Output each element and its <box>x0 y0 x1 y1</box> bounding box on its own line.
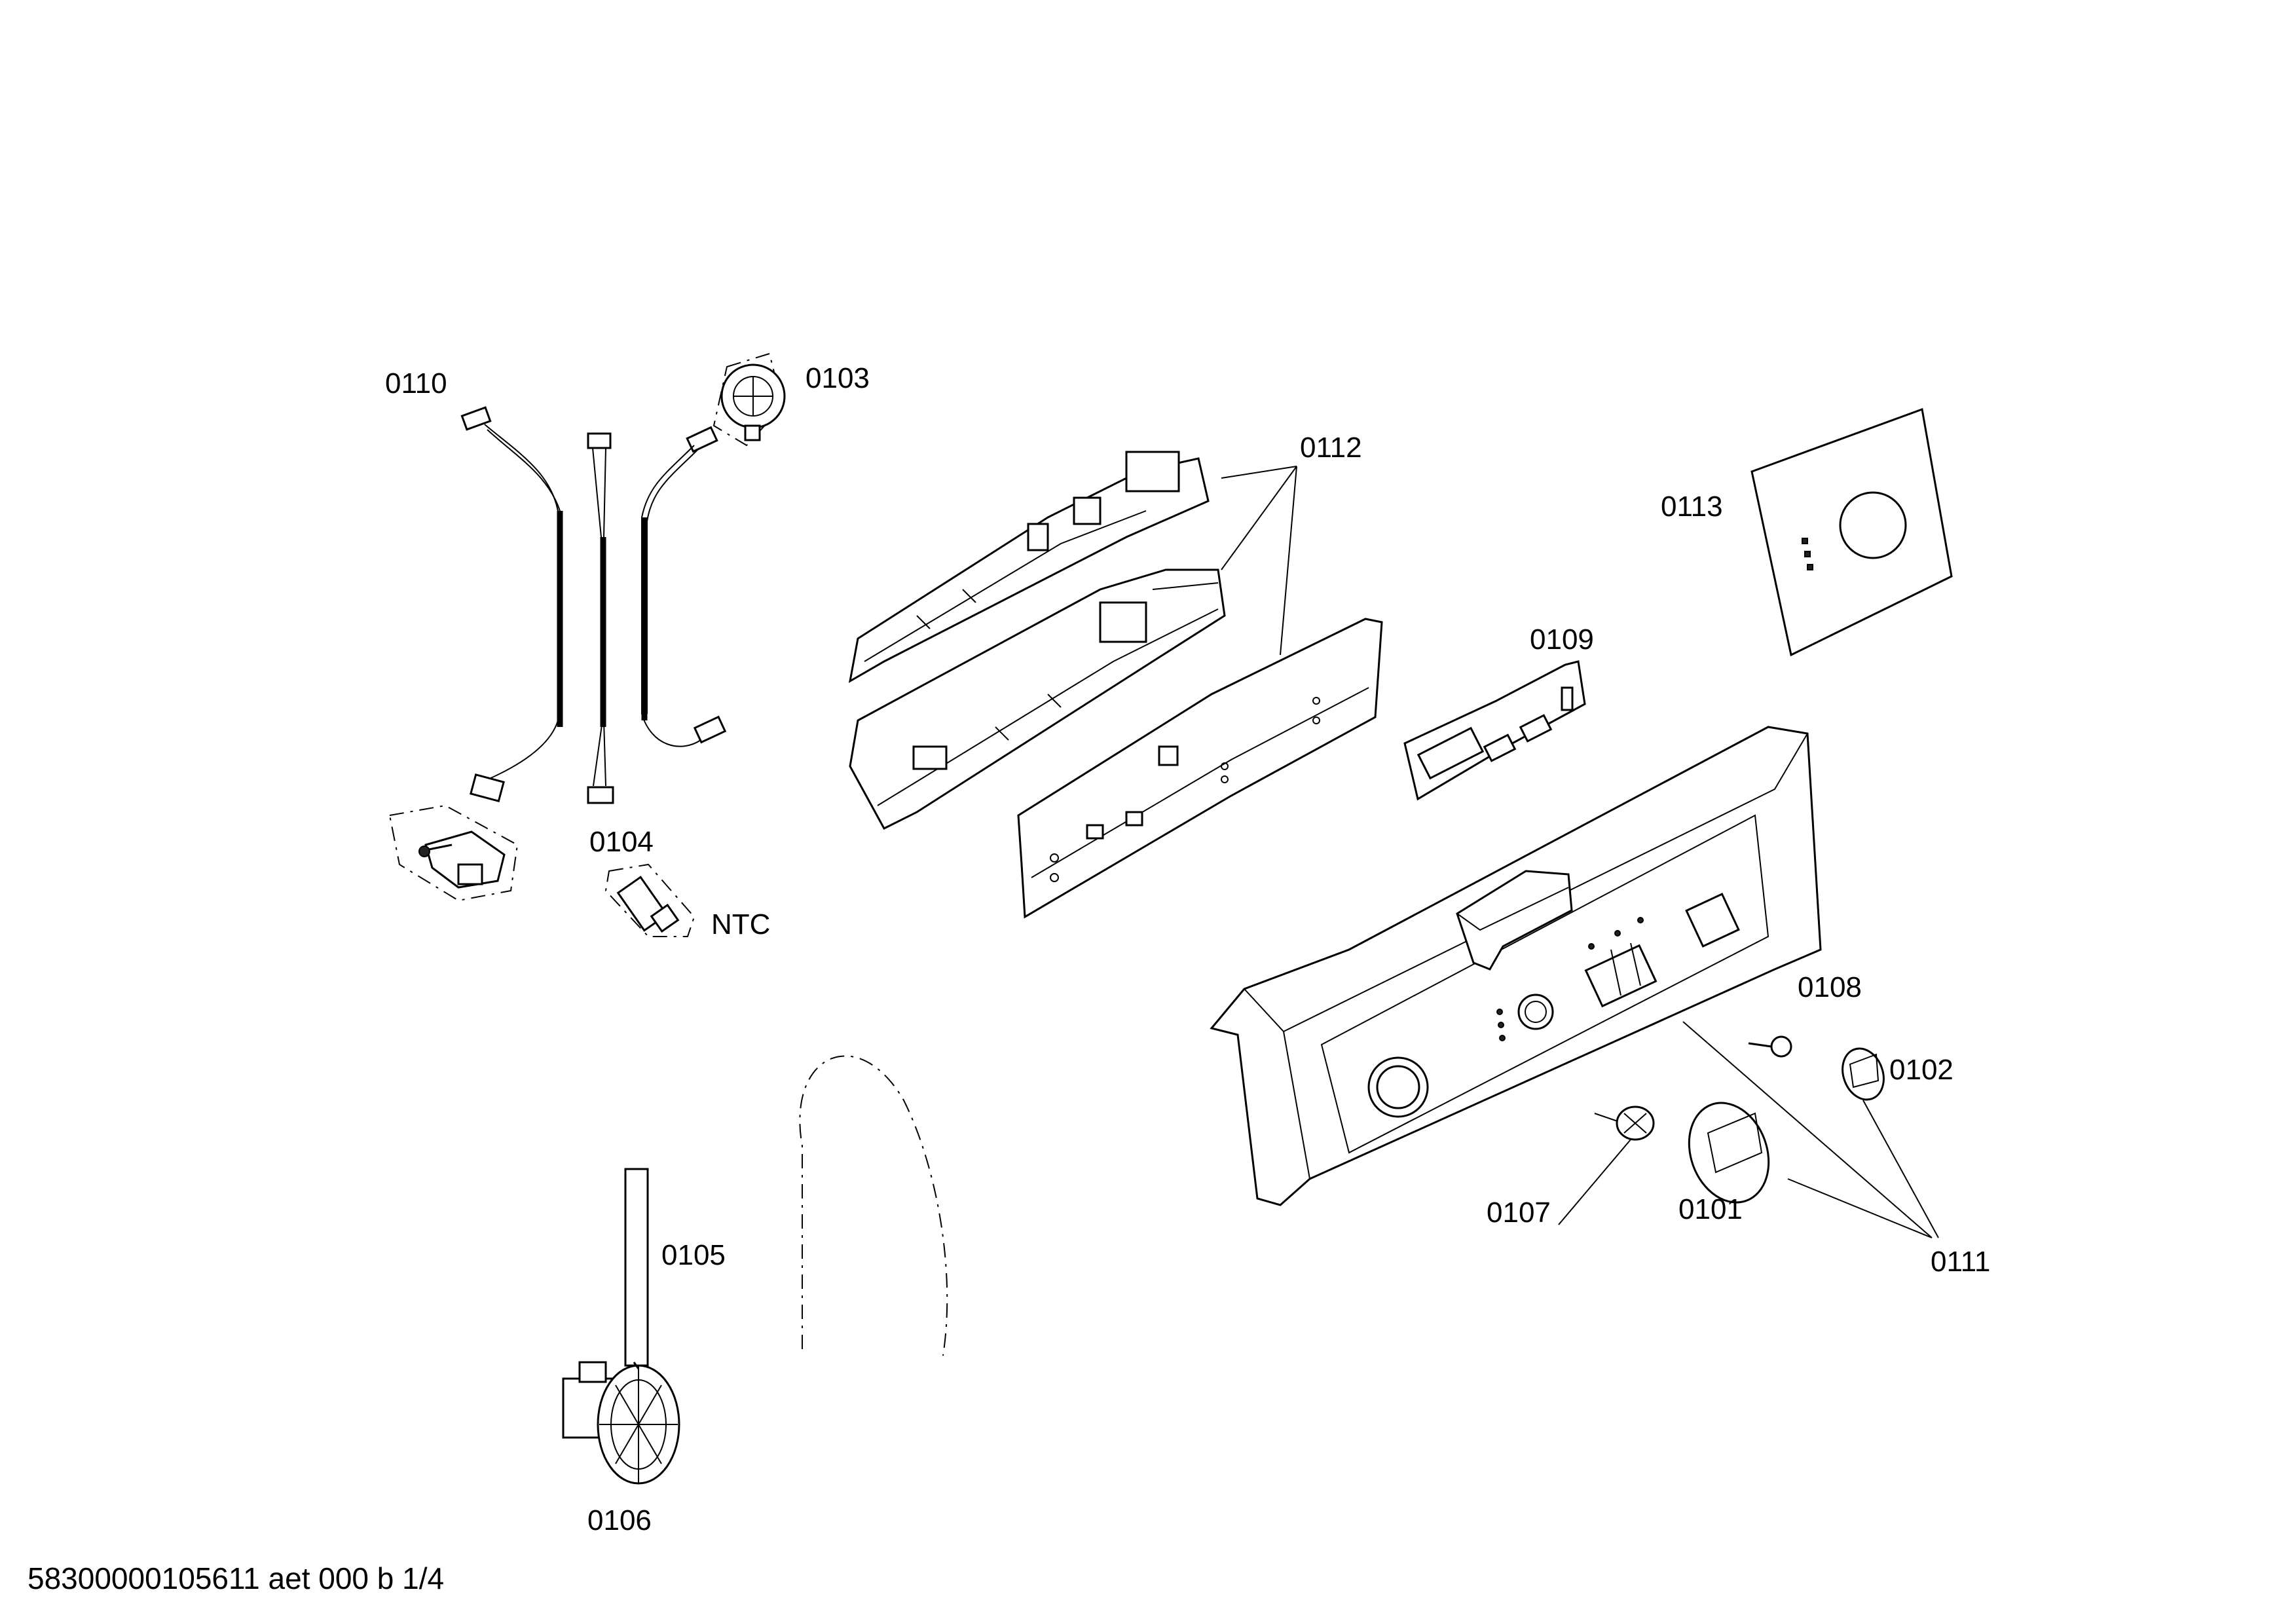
label-0106: 0106 <box>587 1504 652 1536</box>
wire-harness-0103 <box>641 426 727 747</box>
label-0108: 0108 <box>1798 971 1862 1003</box>
module-housing-top <box>848 451 1210 683</box>
programme-knob-0101 <box>1688 1102 1770 1204</box>
label-0107: 0107 <box>1487 1197 1551 1229</box>
wire-harness-0104 <box>587 432 614 804</box>
pressure-hose-0105 <box>624 1055 948 1367</box>
label-0112: 0112 <box>1300 432 1362 464</box>
push-button-0108 <box>1748 1035 1792 1058</box>
pressure-switch-0103 <box>713 352 786 447</box>
document-reference-footer: 58300000105611 aet 000 b 1/4 <box>28 1561 445 1595</box>
door-lock-part <box>388 804 519 902</box>
printed-circuit-board <box>1017 618 1383 919</box>
panel-overlay-0113 <box>1750 407 1953 657</box>
control-panel-fascia <box>1210 726 1822 1206</box>
label-0101: 0101 <box>1678 1193 1743 1225</box>
selector-knob-0102 <box>1842 1047 1885 1101</box>
wire-harness-0110 <box>460 406 563 803</box>
label-0109: 0109 <box>1530 623 1594 656</box>
label-0102: 0102 <box>1889 1054 1953 1086</box>
module-housing-middle <box>849 568 1226 830</box>
label-ntc: NTC <box>711 908 771 940</box>
label-0111: 0111 <box>1931 1246 1991 1278</box>
pressure-switch-0106 <box>562 1361 680 1485</box>
label-0105: 0105 <box>661 1239 726 1271</box>
label-0103: 0103 <box>805 362 870 394</box>
display-board-0109 <box>1403 660 1586 801</box>
label-0104: 0104 <box>589 826 654 858</box>
label-0113: 0113 <box>1661 491 1723 523</box>
ntc-sensor <box>604 863 695 937</box>
label-0110: 0110 <box>385 367 447 400</box>
indicator-lens-0107 <box>1594 1106 1655 1141</box>
